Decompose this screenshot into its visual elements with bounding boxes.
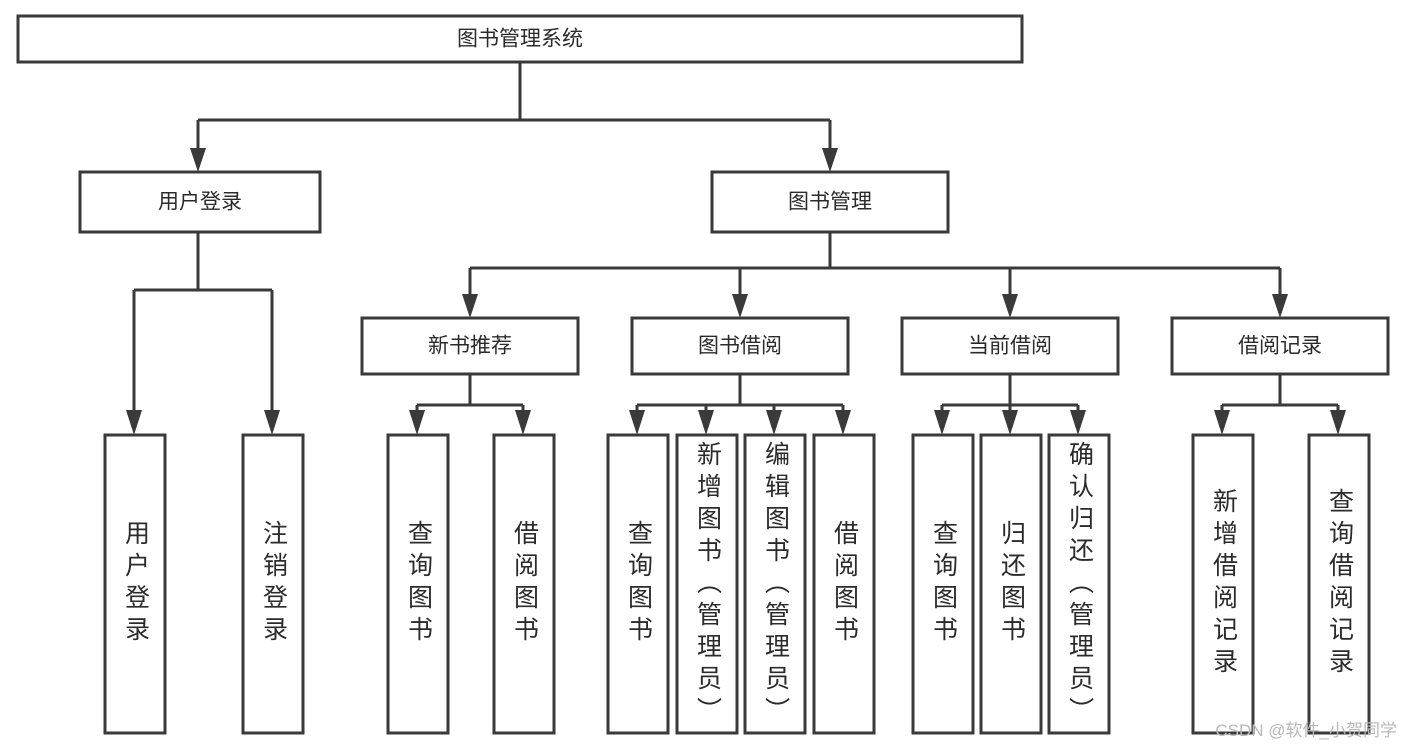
leaf-label-wrap-3: 借阅图书	[494, 435, 554, 733]
leaf-label-wrap-7: 借阅图书	[814, 435, 874, 733]
node-root-box[interactable]	[16, 14, 1024, 64]
node-root-label: 图书管理系统	[457, 28, 583, 51]
arrow-head-leaf-9	[1002, 410, 1018, 435]
leaf-box-4[interactable]	[606, 433, 670, 735]
leaf-label-3: 借阅图书	[510, 520, 539, 648]
leaf-label-wrap-12: 查询借阅记录	[1309, 435, 1369, 733]
leaf-box-12[interactable]	[1307, 433, 1371, 735]
arrow-head-user-login	[190, 148, 206, 172]
leaf-label-wrap-5: 新增图书（管理员）	[677, 441, 737, 733]
node-user-login-box[interactable]	[78, 170, 322, 234]
node-book-manage-box[interactable]	[710, 170, 950, 234]
arrow-head-leaf-11	[1214, 410, 1230, 435]
node-book-manage-label: 图书管理	[788, 191, 872, 214]
arrow-head-leaf-0	[126, 410, 142, 435]
node-user-login[interactable]: 用户登录	[78, 170, 322, 234]
leaf-label-wrap-1: 注销登录	[243, 435, 303, 733]
arrow-head-level2-2	[1002, 294, 1018, 318]
arrow-head-level2-1	[732, 294, 748, 318]
leaf-label-1: 注销登录	[259, 520, 288, 648]
arrow-head-leaf-6	[766, 410, 782, 435]
leaf-label-wrap-11: 新增借阅记录	[1193, 435, 1253, 733]
leaf-label-4: 查询图书	[624, 520, 653, 648]
leaf-box-1[interactable]	[241, 433, 305, 735]
node-user-login-label: 用户登录	[158, 191, 242, 214]
leaf-label-wrap-9: 归还图书	[981, 435, 1041, 733]
arrow-head-leaf-1	[264, 410, 280, 435]
node-new-book-recommend-box[interactable]	[360, 316, 580, 376]
leaf-box-3[interactable]	[492, 433, 556, 735]
arrow-head-leaf-3	[515, 410, 531, 435]
leaf-label-10: 确认归还（管理员）	[1065, 441, 1094, 729]
leaf-box-11[interactable]	[1191, 433, 1255, 735]
node-book-borrow-label: 图书借阅	[698, 335, 782, 358]
node-book-borrow[interactable]: 图书借阅	[630, 316, 850, 376]
leaf-label-wrap-6: 编辑图书（管理员）	[745, 441, 805, 733]
node-borrow-record-box[interactable]	[1170, 316, 1390, 376]
leaf-box-layer	[103, 433, 1371, 735]
leaf-label-11: 新增借阅记录	[1209, 488, 1238, 680]
leaf-label-9: 归还图书	[997, 520, 1026, 648]
connector-layer	[126, 62, 1346, 435]
leaf-label-2: 查询图书	[404, 520, 433, 648]
node-new-book-recommend-label: 新书推荐	[428, 335, 512, 358]
leaf-label-12: 查询借阅记录	[1325, 488, 1354, 680]
leaf-label-wrap-10: 确认归还（管理员）	[1049, 441, 1109, 733]
leaf-label-8: 查询图书	[929, 520, 958, 648]
arrow-head-leaf-2	[409, 410, 425, 435]
leaf-box-7[interactable]	[812, 433, 876, 735]
arrow-head-leaf-12	[1330, 410, 1346, 435]
leaf-label-5: 新增图书（管理员）	[693, 441, 722, 729]
node-book-manage[interactable]: 图书管理	[710, 170, 950, 234]
arrow-head-level2-3	[1272, 294, 1288, 318]
leaf-box-5[interactable]	[675, 433, 739, 735]
leaf-box-2[interactable]	[386, 433, 450, 735]
leaf-label-7: 借阅图书	[830, 520, 859, 648]
leaf-box-6[interactable]	[743, 433, 807, 735]
node-current-borrow[interactable]: 当前借阅	[900, 316, 1120, 376]
node-borrow-record-label: 借阅记录	[1238, 335, 1322, 358]
arrow-head-leaf-5	[698, 410, 714, 435]
arrow-head-level2-0	[462, 294, 478, 318]
leaf-label-wrap-2: 查询图书	[388, 435, 448, 733]
leaf-label-6: 编辑图书（管理员）	[761, 441, 790, 729]
node-current-borrow-label: 当前借阅	[968, 335, 1052, 358]
leaf-box-9[interactable]	[979, 433, 1043, 735]
leaf-box-10[interactable]	[1047, 433, 1111, 735]
node-current-borrow-box[interactable]	[900, 316, 1120, 376]
node-book-borrow-box[interactable]	[630, 316, 850, 376]
leaf-label-wrap-4: 查询图书	[608, 435, 668, 733]
leaf-label-0: 用户登录	[121, 520, 150, 648]
arrow-head-leaf-4	[629, 410, 645, 435]
node-borrow-record[interactable]: 借阅记录	[1170, 316, 1390, 376]
arrow-head-leaf-7	[835, 410, 851, 435]
arrow-head-book-manage	[822, 148, 838, 172]
node-root[interactable]: 图书管理系统	[16, 14, 1024, 64]
arrow-head-leaf-8	[934, 410, 950, 435]
node-new-book-recommend[interactable]: 新书推荐	[360, 316, 580, 376]
arrow-head-leaf-10	[1070, 410, 1086, 435]
leaf-label-wrap-0: 用户登录	[105, 435, 165, 733]
leaf-label-wrap-8: 查询图书	[913, 435, 973, 733]
watermark-text: CSDN @软件_小贺同学	[1215, 721, 1397, 740]
leaf-box-8[interactable]	[911, 433, 975, 735]
leaf-box-0[interactable]	[103, 433, 167, 735]
